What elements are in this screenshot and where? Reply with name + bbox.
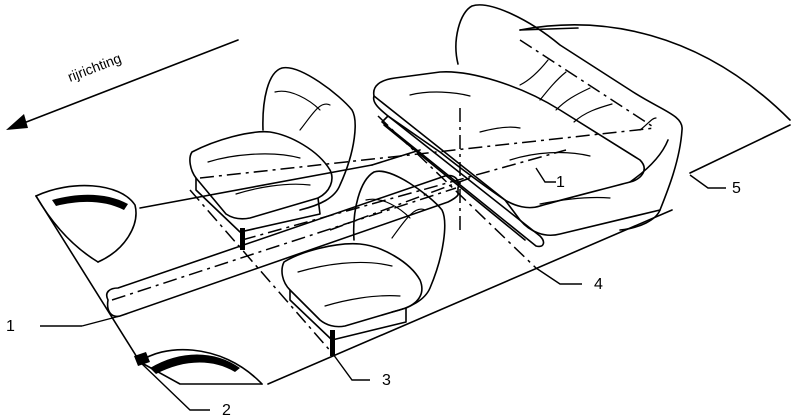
direction-label: rijrichting [65, 50, 123, 85]
rear-bench-seat [372, 4, 683, 236]
floor-tunnel [105, 174, 460, 318]
callout-1-right: 1 [556, 174, 565, 191]
front-wheel-arch [35, 184, 137, 263]
front-left-seat [189, 66, 356, 250]
front-right-seat [281, 170, 446, 356]
floor-outline [35, 24, 791, 385]
rear-wheel-arch [134, 348, 263, 385]
callout-4: 4 [594, 276, 603, 293]
anchor-lines [189, 39, 656, 355]
callout-leaders [40, 167, 726, 411]
callout-2: 2 [222, 402, 231, 419]
callout-1-left: 1 [6, 318, 15, 335]
callout-5: 5 [732, 180, 741, 197]
callout-3: 3 [382, 372, 391, 389]
direction-arrow [6, 39, 239, 130]
